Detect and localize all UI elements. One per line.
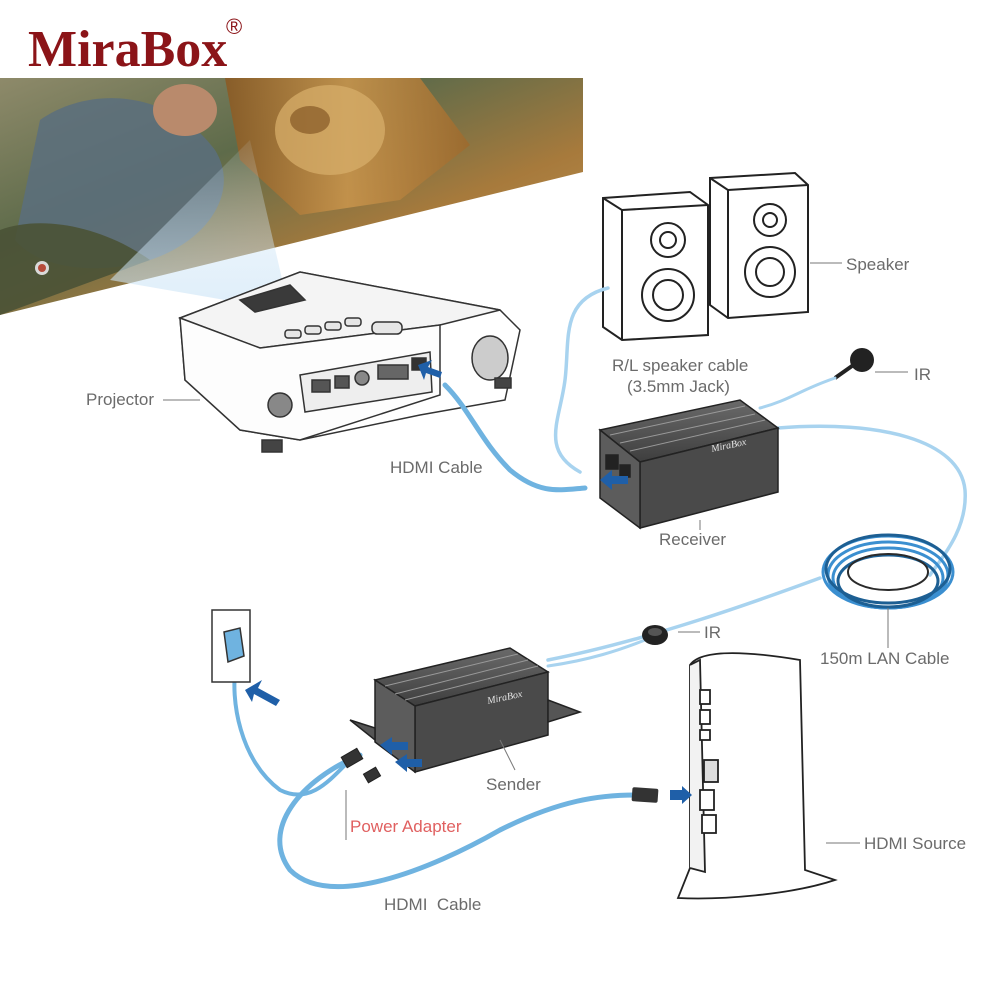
lan-cable-coil <box>821 533 955 610</box>
leader-lines <box>163 262 908 844</box>
cables <box>232 286 967 890</box>
label-hdmi-source: HDMI Source <box>864 834 966 853</box>
label-sender: Sender <box>486 775 541 794</box>
right-speaker <box>709 171 809 320</box>
hdmi-cable-top <box>442 382 588 493</box>
left-speaker <box>602 190 709 342</box>
hdmi-cable-bottom <box>277 752 638 890</box>
speaker-cable <box>553 286 610 474</box>
power-cable <box>232 663 352 797</box>
label-ir-sender: IR <box>704 623 721 642</box>
label-lan-cable: 150m LAN Cable <box>820 649 949 668</box>
label-hdmi-cable-bottom: HDMI Cable <box>384 895 481 914</box>
label-speaker-cable-line2: (3.5mm Jack) <box>627 377 730 396</box>
brand-name: MiraBox <box>28 21 227 78</box>
label-hdmi-cable-top: HDMI Cable <box>390 458 483 477</box>
projector-hdmi-arrow <box>418 360 442 380</box>
label-receiver: Receiver <box>659 530 726 549</box>
label-projector: Projector <box>86 390 154 409</box>
receiver-hdmi-arrow <box>600 470 628 490</box>
ir-receiver-cable <box>758 376 837 410</box>
registered-mark: ® <box>226 14 242 39</box>
pc-hdmi-plug <box>631 786 692 804</box>
power-arrow <box>245 680 280 706</box>
ir-sender-cable <box>546 638 647 668</box>
brand-logo: MiraBox ® <box>28 14 242 78</box>
wall-outlet <box>211 609 251 683</box>
label-power-adapter: Power Adapter <box>350 817 462 836</box>
projector-beam <box>110 140 285 300</box>
lan-cable-receiver <box>776 424 967 577</box>
receiver-device: MiraBox <box>598 399 780 530</box>
projector-device <box>177 271 521 453</box>
label-speaker-cable-line1: R/L speaker cable <box>612 356 748 375</box>
lan-cable-sender <box>546 576 822 662</box>
sender-device: MiraBox <box>349 647 583 774</box>
sender-arrows <box>380 737 422 772</box>
label-ir-receiver: IR <box>914 365 931 384</box>
label-speaker: Speaker <box>846 255 910 274</box>
ir-sender-eye <box>642 625 668 645</box>
ir-receiver-eye <box>833 348 874 380</box>
hdmi-source-pc <box>676 652 838 900</box>
sender-plugs <box>340 747 382 784</box>
